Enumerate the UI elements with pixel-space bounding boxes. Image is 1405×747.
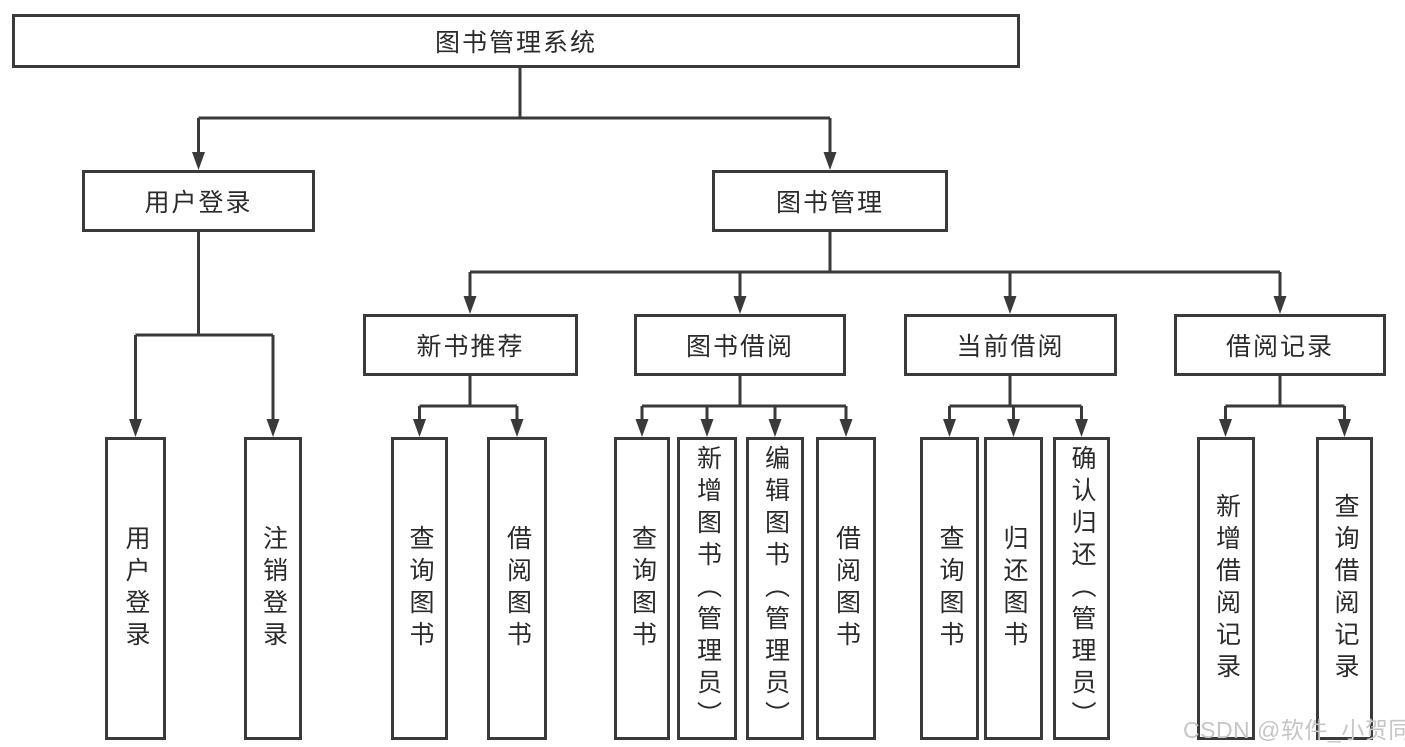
leaf-login: 用户登录 bbox=[105, 437, 166, 740]
leaf-logout: 注销登录 bbox=[244, 437, 302, 740]
node-borrow-records: 借阅记录 bbox=[1174, 314, 1386, 376]
arrowhead-icon bbox=[1219, 419, 1232, 437]
leaf-records-query: 查询借阅记录 bbox=[1316, 437, 1373, 740]
leaf-newbooks-query: 查询图书 bbox=[391, 437, 448, 740]
node-user-login: 用户登录 bbox=[82, 170, 315, 232]
arrowhead-icon bbox=[700, 419, 714, 437]
node-current-borrow: 当前借阅 bbox=[904, 314, 1117, 376]
connector-records-to-leaves bbox=[1224, 376, 1346, 421]
leaf-current-query-label: 查询图书 bbox=[936, 524, 964, 653]
leaf-current-confirm-label: 确认归还（管理员） bbox=[1068, 444, 1096, 733]
node-new-books-label: 新书推荐 bbox=[416, 333, 525, 361]
arrowhead-icon bbox=[635, 419, 649, 437]
arrowhead-icon bbox=[823, 152, 837, 170]
leaf-records-query-label: 查询借阅记录 bbox=[1331, 492, 1359, 685]
leaf-borrow-add-label: 新增图书（管理员） bbox=[693, 444, 722, 733]
leaf-borrow-edit-label: 编辑图书（管理员） bbox=[761, 444, 790, 733]
connector-newbooks-to-leaves bbox=[418, 376, 519, 421]
leaf-borrow-add: 新增图书（管理员） bbox=[677, 437, 737, 740]
watermark: CSDN @软件_小贺同学 bbox=[1183, 717, 1405, 743]
node-user-login-label: 用户登录 bbox=[144, 189, 253, 217]
leaf-records-add-label: 新增借阅记录 bbox=[1212, 492, 1241, 685]
node-current-borrow-label: 当前借阅 bbox=[956, 333, 1065, 361]
node-root: 图书管理系统 bbox=[12, 14, 1020, 68]
arrowhead-icon bbox=[129, 419, 142, 437]
arrowhead-icon bbox=[192, 152, 205, 170]
connector-bookborrow-to-leaves bbox=[640, 376, 848, 421]
leaf-borrow-borrow: 借阅图书 bbox=[816, 437, 876, 740]
arrowhead-icon bbox=[1338, 419, 1351, 437]
connector-userlogin-to-leaves bbox=[134, 232, 275, 421]
arrowhead-icon bbox=[839, 419, 853, 437]
node-borrow-records-label: 借阅记录 bbox=[1225, 333, 1334, 361]
leaf-borrow-borrow-label: 借阅图书 bbox=[832, 524, 861, 653]
connector-root-to-level2 bbox=[197, 68, 832, 154]
arrowhead-icon bbox=[510, 419, 524, 437]
leaf-current-confirm: 确认归还（管理员） bbox=[1053, 437, 1110, 740]
node-book-borrow: 图书借阅 bbox=[634, 314, 846, 376]
arrowhead-icon bbox=[943, 419, 956, 437]
leaf-newbooks-borrow-label: 借阅图书 bbox=[503, 524, 532, 653]
node-new-books: 新书推荐 bbox=[363, 314, 578, 376]
node-root-label: 图书管理系统 bbox=[434, 29, 597, 57]
leaf-current-query: 查询图书 bbox=[920, 437, 979, 740]
node-book-mgmt-label: 图书管理 bbox=[775, 189, 884, 217]
leaf-borrow-query: 查询图书 bbox=[614, 437, 670, 740]
arrowhead-icon bbox=[1273, 296, 1287, 314]
leaf-borrow-edit: 编辑图书（管理员） bbox=[746, 437, 804, 740]
leaf-current-return: 归还图书 bbox=[984, 437, 1043, 740]
node-book-borrow-label: 图书借阅 bbox=[685, 333, 794, 361]
connector-bookmgmt-to-level3 bbox=[468, 232, 1282, 298]
arrowhead-icon bbox=[463, 296, 477, 314]
leaf-borrow-query-label: 查询图书 bbox=[628, 524, 657, 653]
arrowhead-icon bbox=[413, 419, 426, 437]
node-book-mgmt: 图书管理 bbox=[712, 170, 948, 232]
arrowhead-icon bbox=[768, 419, 782, 437]
leaf-newbooks-query-label: 查询图书 bbox=[406, 524, 434, 653]
arrowhead-icon bbox=[733, 296, 747, 314]
arrowhead-icon bbox=[1003, 296, 1017, 314]
connector-currentborrow-to-leaves bbox=[948, 376, 1083, 421]
arrowhead-icon bbox=[1075, 419, 1088, 437]
leaf-login-label: 用户登录 bbox=[122, 524, 150, 653]
arrowhead-icon bbox=[1007, 419, 1020, 437]
leaf-logout-label: 注销登录 bbox=[259, 524, 288, 653]
leaf-newbooks-borrow: 借阅图书 bbox=[487, 437, 547, 740]
leaf-records-add: 新增借阅记录 bbox=[1197, 437, 1255, 740]
arrowhead-icon bbox=[266, 419, 280, 437]
leaf-current-return-label: 归还图书 bbox=[1000, 524, 1028, 653]
